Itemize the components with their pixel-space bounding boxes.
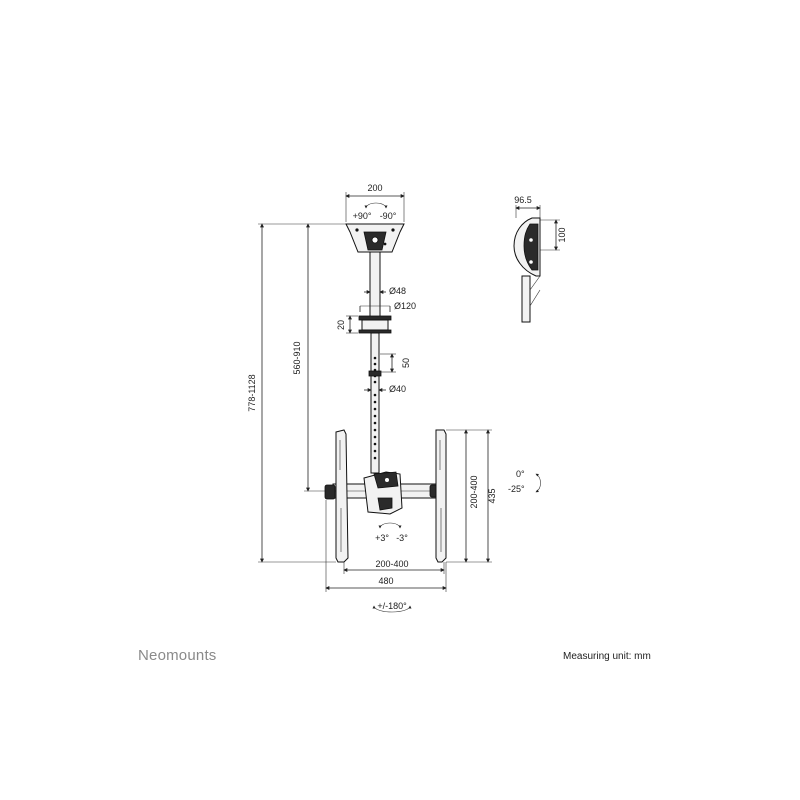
total-width-label: 480 [378,576,393,586]
tilt-top-label: 0° [516,469,525,479]
level-adjust-indicator: +3° -3° [375,522,408,543]
collar-height-label: 20 [336,320,346,330]
rotation-plus-label: +90° [353,211,372,221]
vesa-horizontal-dimension: 200-400 [343,559,445,574]
tilt-indicator: 0° -25° [508,469,541,494]
swivel-indicator: +/-180° [372,601,412,613]
hole-spacing-label: 50 [401,358,411,368]
inner-pole [368,332,382,474]
level-plus-label: +3° [375,533,389,543]
hole-spacing-dimension: 50 [380,353,411,373]
top-plate-width-dimension: 200 [345,183,405,222]
pole-diameter-label: Ø48 [389,286,406,296]
left-vertical-rail [335,429,349,563]
inner-pole-diameter-label: Ø40 [389,384,406,394]
outer-pole [369,251,381,319]
vesa-horizontal-label: 200-400 [375,559,408,569]
side-depth-label: 96.5 [514,195,532,205]
rotation-minus-label: -90° [380,211,397,221]
total-height-dimension: 778-1128 [247,223,336,563]
total-width-dimension: 480 [325,500,447,592]
collar: Ø120 [358,301,416,334]
height-adjust-label: 560-910 [292,341,302,374]
tilt-bottom-label: -25° [508,484,525,494]
inner-pole-diameter-dimension: Ø40 [364,384,406,394]
bracket-height-dimension: 435 [470,429,497,563]
top-plate-width-label: 200 [367,183,382,193]
right-vertical-rail [435,429,447,563]
collar-diameter-label: Ø120 [394,301,416,311]
ceiling-bracket [345,223,405,253]
top-rotation-indicator: +90° -90° [353,202,397,221]
vesa-vertical-dimension: 200-400 [446,429,479,563]
vesa-vertical-label: 200-400 [469,475,479,508]
side-view: 96.5 100 [513,195,567,323]
brand-logo-text: Neomounts [138,647,217,664]
total-height-label: 778-1128 [247,374,257,411]
collar-height-dimension: 20 [336,315,358,334]
bracket-height-label: 435 [487,488,497,503]
side-height-label: 100 [557,227,567,242]
level-minus-label: -3° [396,533,408,543]
tilt-head [363,471,403,515]
pole-diameter-dimension: Ø48 [364,286,406,296]
measuring-unit-note: Measuring unit: mm [563,651,651,662]
swivel-label: +/-180° [377,601,407,611]
